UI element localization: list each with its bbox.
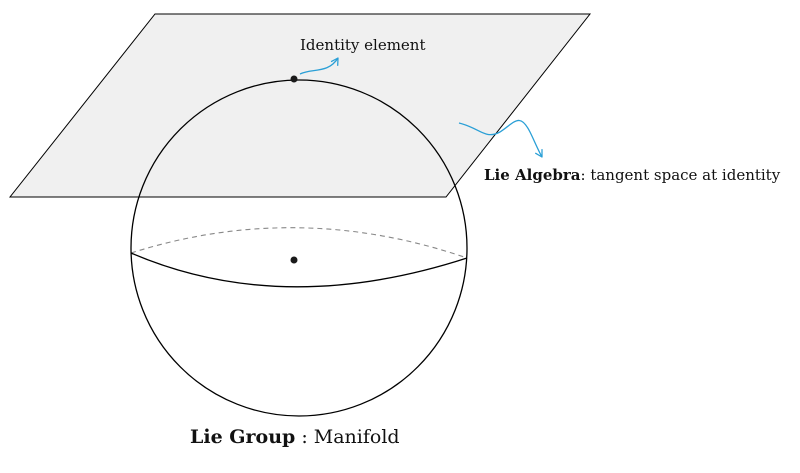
- lie-algebra-term: Lie Algebra: [484, 166, 581, 184]
- identity-element-text: Identity element: [300, 36, 426, 54]
- lie-group-label: Lie Group : Manifold: [190, 426, 400, 448]
- lie-algebra-description: : tangent space at identity: [580, 166, 781, 184]
- wavy-arrow-icon: [458, 119, 543, 158]
- lie-algebra-label: Lie Algebra: tangent space at identity: [484, 166, 780, 184]
- identity-element-label: Identity element: [300, 36, 426, 54]
- tangent-plane: [8, 13, 592, 198]
- curved-arrow-icon: [299, 57, 339, 75]
- equator-back-dashed: [130, 227, 468, 259]
- center-point: [290, 256, 298, 264]
- lie-group-term: Lie Group: [190, 426, 296, 448]
- identity-point: [290, 75, 298, 83]
- equator-front: [130, 252, 468, 288]
- lie-group-description: : Manifold: [295, 426, 400, 448]
- sphere-outline: [130, 79, 468, 417]
